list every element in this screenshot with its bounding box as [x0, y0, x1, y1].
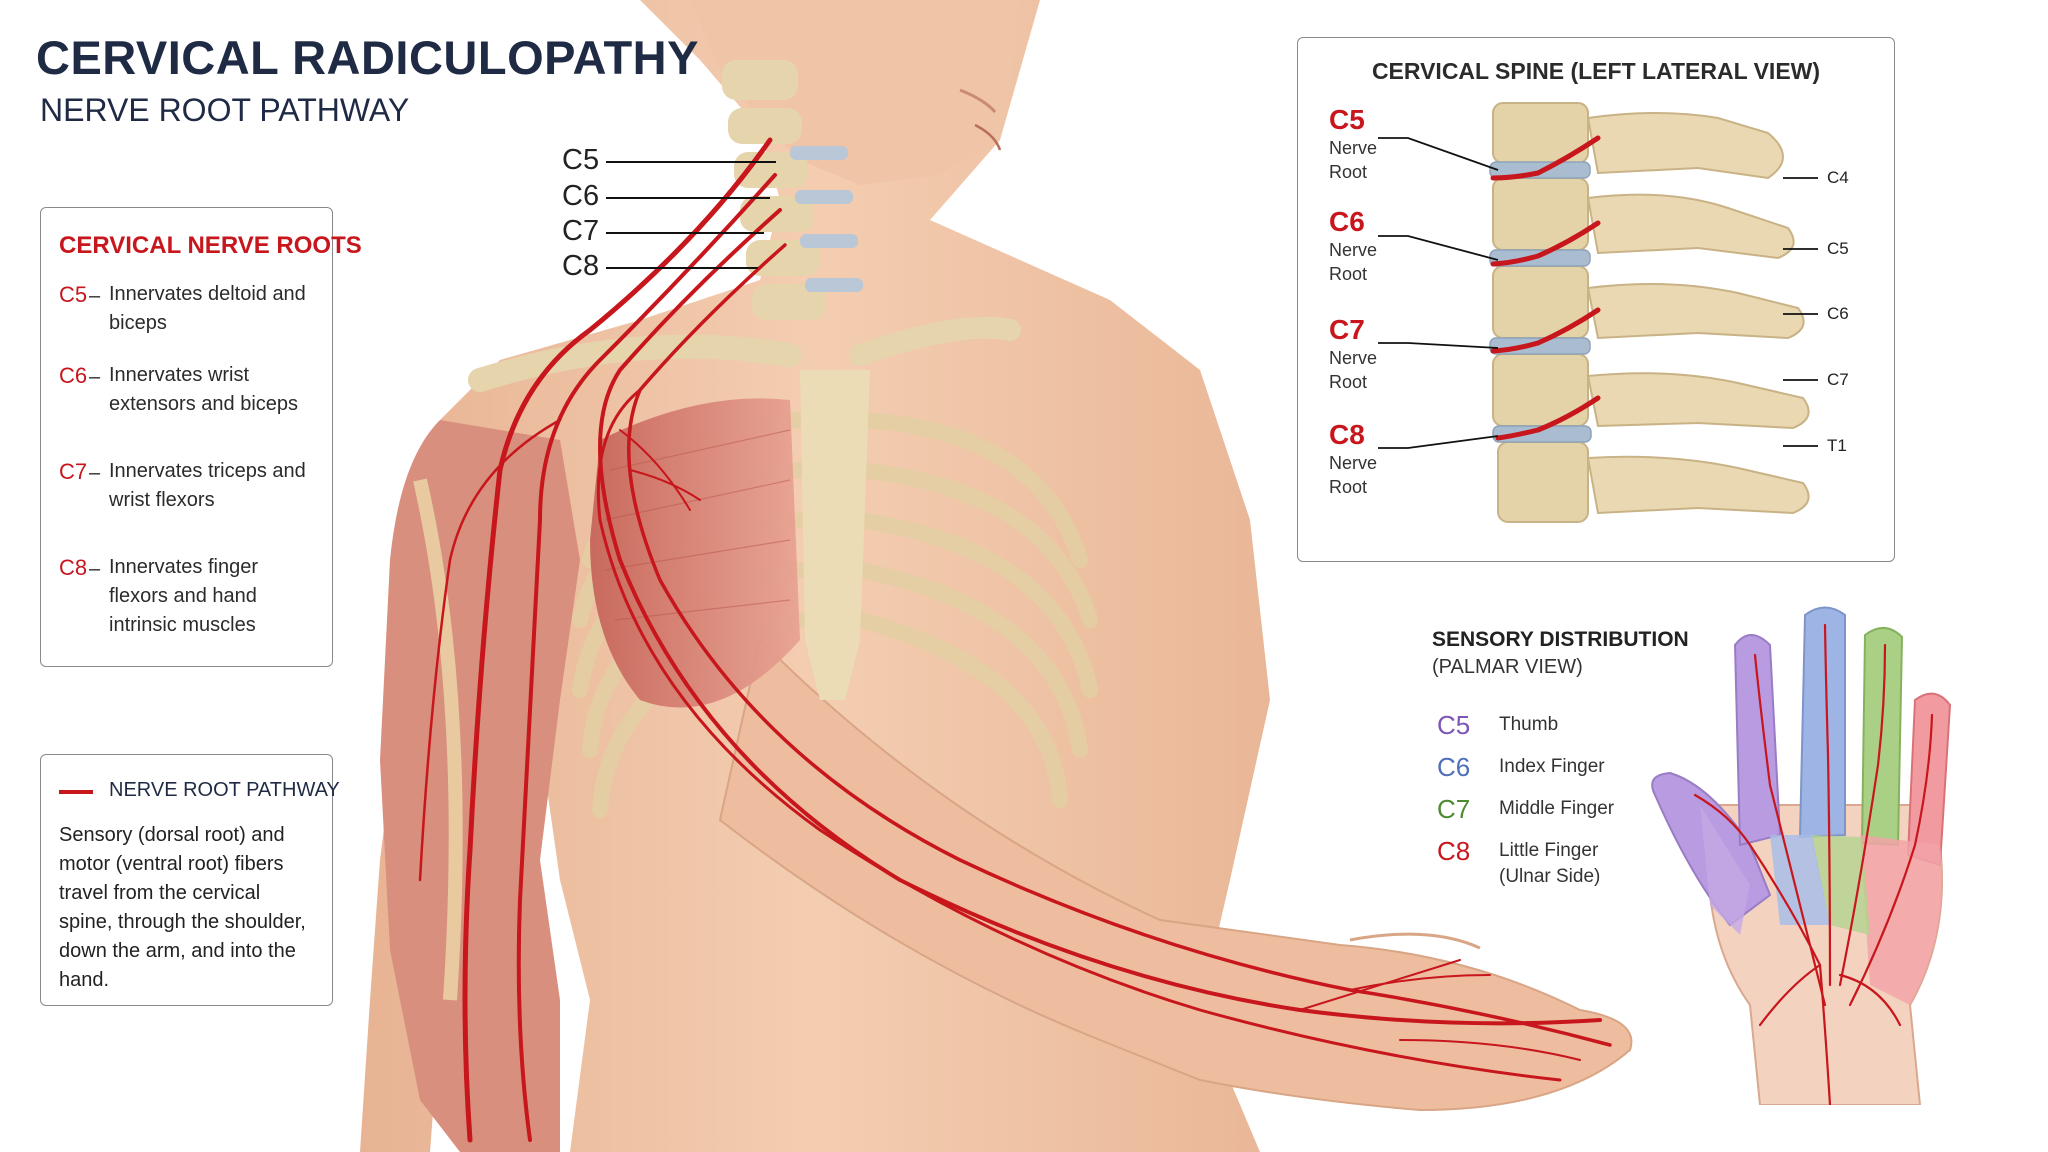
page-subtitle: NERVE ROOT PATHWAY — [40, 92, 410, 128]
vertebra-label-c5: C5 — [1827, 239, 1849, 258]
spine-root-code: C7 — [1329, 314, 1365, 345]
spine-root-line2: Root — [1329, 162, 1368, 182]
spine-root-line2: Root — [1329, 477, 1368, 497]
root-entry-c7: C7–Innervates triceps and wrist flexors — [59, 457, 309, 515]
sensory-code: C7 — [1437, 794, 1471, 824]
roots-panel-title: CERVICAL NERVE ROOTS — [59, 232, 362, 259]
legend-label: NERVE ROOT PATHWAY — [109, 779, 340, 801]
root-desc: Innervates finger flexors and hand intri… — [109, 556, 258, 636]
sensory-subtitle: (PALMAR VIEW) — [1432, 656, 1583, 678]
vertebra-label-c7: C7 — [1827, 370, 1849, 389]
root-entry-c6: C6–Innervates wrist extensors and biceps — [59, 361, 309, 419]
sensory-code: C5 — [1437, 710, 1471, 740]
sensory-title: SENSORY DISTRIBUTION — [1432, 628, 1689, 651]
vertebra-label-c6: C6 — [1827, 304, 1849, 323]
root-dash: – — [89, 285, 101, 307]
sensory-item-c6: C6 Index Finger — [1437, 754, 1605, 780]
sternum — [800, 370, 870, 700]
forearm — [718, 638, 1633, 1112]
root-code: C5 — [59, 282, 88, 307]
spine-root-line2: Root — [1329, 372, 1368, 392]
root-dash: – — [89, 558, 101, 580]
vertebra-label-t1: T1 — [1827, 436, 1847, 455]
sensory-label: Thumb — [1499, 714, 1559, 735]
root-code: C6 — [59, 363, 88, 388]
spine-root-line1: Nerve — [1329, 348, 1378, 368]
pectoral-muscle — [590, 398, 800, 708]
root-code: C7 — [59, 459, 88, 484]
root-desc: Innervates deltoid and biceps — [109, 283, 306, 334]
spine-panel-title: CERVICAL SPINE (LEFT LATERAL VIEW) — [1371, 58, 1821, 84]
upper-arm — [380, 420, 580, 1152]
page-title: CERVICAL RADICULOPATHY — [36, 31, 699, 84]
neck-level-label-c6: C6 — [562, 180, 600, 212]
sensory-code: C6 — [1437, 752, 1471, 782]
neck-level-label-c5: C5 — [562, 144, 600, 176]
nerve-pathway — [418, 137, 1612, 1143]
root-dash: – — [89, 366, 101, 388]
spine-lateral-illustration — [1378, 102, 1818, 523]
sensory-item-c7: C7 Middle Finger — [1437, 796, 1614, 822]
root-entry-c5: C5–Innervates deltoid and biceps — [59, 280, 309, 338]
spine-root-line1: Nerve — [1329, 453, 1378, 473]
root-desc: Innervates triceps and wrist flexors — [109, 460, 306, 511]
cervical-spine-panel: CERVICAL SPINE (LEFT LATERAL VIEW) — [1297, 37, 1895, 562]
root-code: C8 — [59, 555, 88, 580]
nerve-pathway-legend-panel: NERVE ROOT PATHWAY Sensory (dorsal root)… — [40, 754, 340, 1006]
vertebra-label-c4: C4 — [1827, 168, 1849, 187]
spine-root-c5: C5 Nerve Root — [1329, 104, 1377, 184]
spine-root-code: C6 — [1329, 206, 1365, 237]
spine-root-c6: C6 Nerve Root — [1329, 206, 1377, 286]
spine-root-c7: C7 Nerve Root — [1329, 314, 1377, 394]
legend-line-swatch — [59, 790, 93, 794]
palm-dermatome-illustration — [1651, 606, 1952, 1105]
face — [690, 0, 1020, 185]
cervical-nerve-roots-panel: CERVICAL NERVE ROOTS C5–Innervates delto… — [40, 207, 362, 667]
sensory-label: Middle Finger — [1499, 798, 1615, 819]
neck-level-label-c7: C7 — [562, 215, 600, 247]
spine-root-line2: Root — [1329, 264, 1368, 284]
sensory-label: Little Finger (Ulnar Side) — [1499, 840, 1601, 887]
spine-root-line1: Nerve — [1329, 138, 1378, 158]
root-desc: Innervates wrist extensors and biceps — [109, 364, 299, 415]
sensory-item-c8: C8 Little Finger (Ulnar Side) — [1437, 838, 1609, 890]
root-dash: – — [89, 462, 101, 484]
spine-root-c8: C8 Nerve Root — [1329, 419, 1377, 499]
spine-root-code: C8 — [1329, 419, 1365, 450]
root-entry-c8: C8–Innervates finger flexors and hand in… — [59, 553, 309, 640]
neck-level-label-c8: C8 — [562, 250, 600, 282]
sensory-code: C8 — [1437, 836, 1471, 866]
legend-description: Sensory (dorsal root) and motor (ventral… — [59, 824, 306, 991]
spine-root-code: C5 — [1329, 104, 1365, 135]
sensory-label: Index Finger — [1499, 756, 1605, 777]
sensory-item-c5: C5 Thumb — [1437, 712, 1558, 738]
spine-root-line1: Nerve — [1329, 240, 1378, 260]
